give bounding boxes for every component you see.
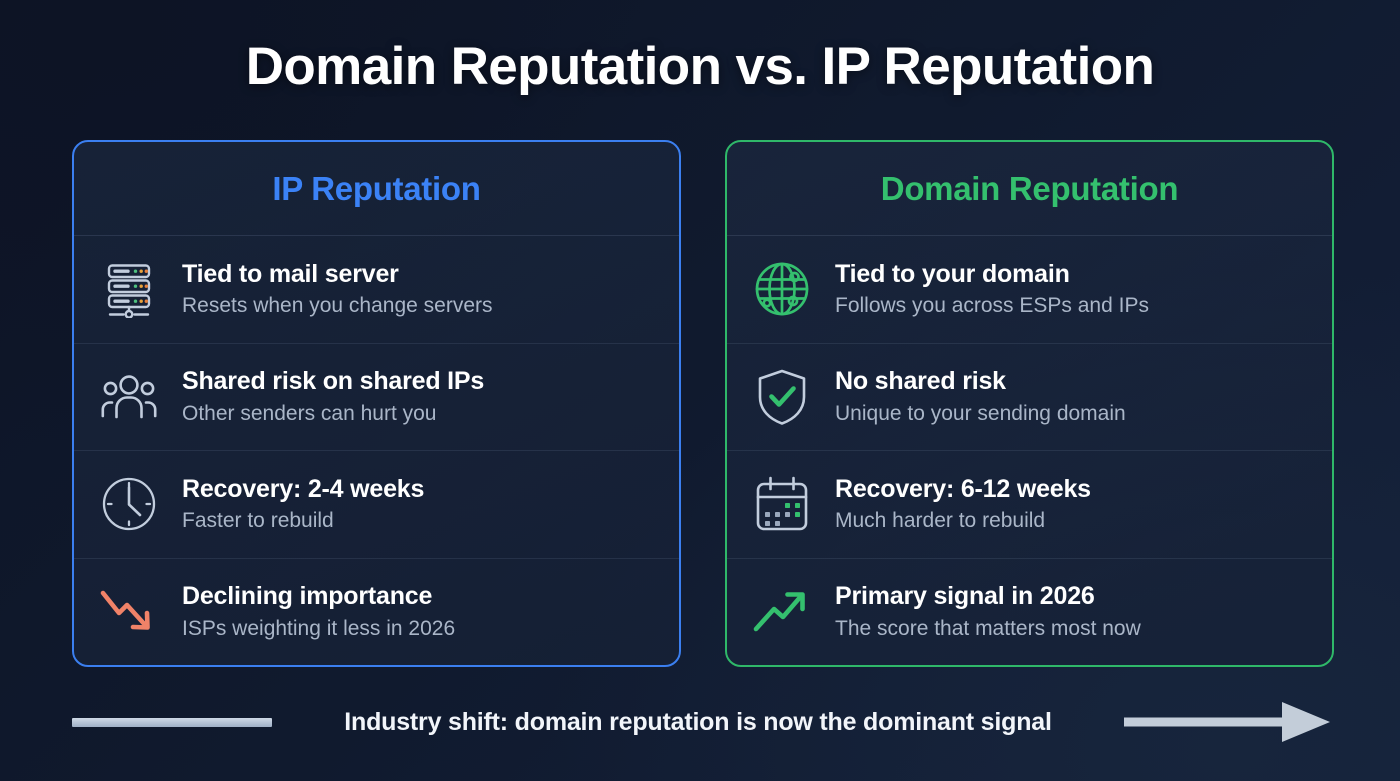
card-rows-domain-reputation: Tied to your domain Follows you across E… xyxy=(727,236,1332,665)
card-title-ip-reputation: IP Reputation xyxy=(272,169,481,207)
feature-subtitle: Follows you across ESPs and IPs xyxy=(835,294,1149,318)
footer-caption: Industry shift: domain reputation is now… xyxy=(344,707,1052,736)
horizontal-rule-icon xyxy=(72,717,272,727)
card-rows-ip-reputation: Tied to mail server Resets when you chan… xyxy=(74,236,679,665)
feature-title: Tied to your domain xyxy=(835,259,1070,288)
feature-subtitle: Unique to your sending domain xyxy=(835,401,1126,425)
feature-title: Shared risk on shared IPs xyxy=(182,367,485,396)
comparison-cards: IP Reputation xyxy=(72,140,1334,667)
feature-text: Tied to your domain Follows you across E… xyxy=(835,259,1306,320)
feature-row: Tied to your domain Follows you across E… xyxy=(727,236,1332,344)
card-header-ip-reputation: IP Reputation xyxy=(74,142,679,236)
globe-icon xyxy=(751,258,813,320)
feature-title: Primary signal in 2026 xyxy=(835,582,1095,611)
feature-text: No shared risk Unique to your sending do… xyxy=(835,366,1306,427)
feature-subtitle: The score that matters most now xyxy=(835,616,1141,640)
feature-text: Tied to mail server Resets when you chan… xyxy=(182,259,653,320)
card-ip-reputation: IP Reputation xyxy=(72,140,681,667)
feature-row: Tied to mail server Resets when you chan… xyxy=(74,236,679,344)
feature-row: No shared risk Unique to your sending do… xyxy=(727,344,1332,451)
feature-row: Primary signal in 2026 The score that ma… xyxy=(727,559,1332,666)
feature-subtitle: Much harder to rebuild xyxy=(835,509,1046,533)
right-arrow-icon xyxy=(1124,696,1334,748)
feature-title: No shared risk xyxy=(835,367,1006,396)
feature-text: Primary signal in 2026 The score that ma… xyxy=(835,581,1306,642)
feature-subtitle: Other senders can hurt you xyxy=(182,401,437,425)
feature-row: Recovery: 2-4 weeks Faster to rebuild xyxy=(74,451,679,559)
feature-text: Recovery: 6-12 weeks Much harder to rebu… xyxy=(835,474,1306,535)
clock-icon xyxy=(98,473,160,535)
feature-row: Declining importance ISPs weighting it l… xyxy=(74,559,679,666)
calendar-icon xyxy=(751,473,813,535)
feature-text: Recovery: 2-4 weeks Faster to rebuild xyxy=(182,474,653,535)
feature-subtitle: Resets when you change servers xyxy=(182,294,493,318)
trend-up-arrow-icon xyxy=(751,581,813,643)
feature-title: Tied to mail server xyxy=(182,259,399,288)
shield-check-icon xyxy=(751,366,813,428)
page-title: Domain Reputation vs. IP Reputation xyxy=(245,37,1155,96)
feature-title: Recovery: 6-12 weeks xyxy=(835,474,1091,503)
feature-title: Recovery: 2-4 weeks xyxy=(182,474,425,503)
trend-down-arrow-icon xyxy=(98,581,160,643)
feature-subtitle: Faster to rebuild xyxy=(182,509,334,533)
feature-text: Declining importance ISPs weighting it l… xyxy=(182,581,653,642)
feature-text: Shared risk on shared IPs Other senders … xyxy=(182,366,653,427)
feature-row: Shared risk on shared IPs Other senders … xyxy=(74,344,679,451)
feature-title: Declining importance xyxy=(182,582,433,611)
feature-row: Recovery: 6-12 weeks Much harder to rebu… xyxy=(727,451,1332,559)
card-domain-reputation: Domain Reputation xyxy=(725,140,1334,667)
feature-subtitle: ISPs weighting it less in 2026 xyxy=(182,616,456,640)
card-header-domain-reputation: Domain Reputation xyxy=(727,142,1332,236)
server-icon xyxy=(98,258,160,320)
users-group-icon xyxy=(98,366,160,428)
footer-band: Industry shift: domain reputation is now… xyxy=(72,696,1334,748)
card-title-domain-reputation: Domain Reputation xyxy=(880,169,1179,207)
